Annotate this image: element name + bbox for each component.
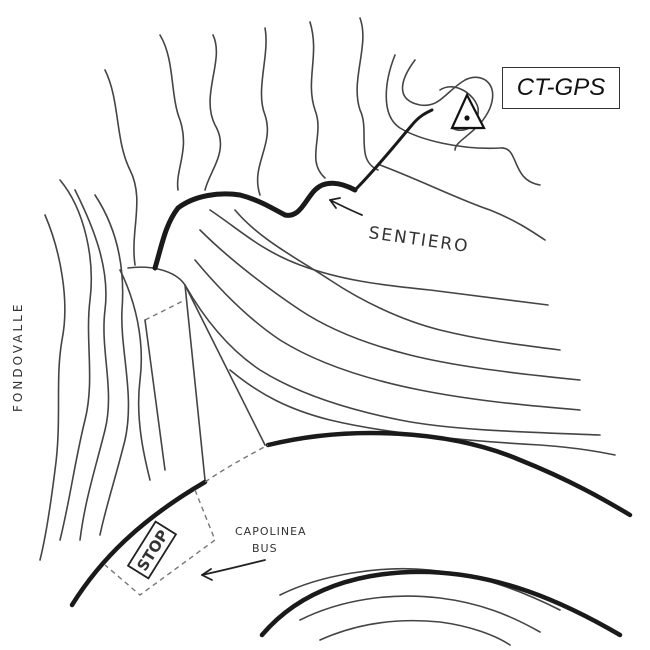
dashed-boundary (144, 299, 186, 321)
contour-line (356, 17, 379, 171)
contour-line (385, 54, 541, 186)
contour-line (194, 259, 581, 411)
contour-line (159, 34, 185, 191)
valley-floor-edge (144, 319, 166, 471)
contour-line (299, 595, 541, 633)
dashed-road-link (204, 444, 269, 483)
contour-line (209, 209, 549, 306)
bus-terminus-label: CAPOLINEA (235, 525, 307, 538)
roads (69, 430, 633, 638)
bus-terminus-label-2: BUS (252, 542, 278, 555)
valley-floor-outline (127, 266, 266, 481)
contour-line (199, 229, 581, 381)
contour-line (104, 69, 138, 266)
trail-label: SENTIERO (367, 223, 470, 257)
contour-line (234, 209, 561, 351)
contour-line (59, 179, 93, 541)
contour-line (379, 164, 546, 241)
contour-line (256, 27, 269, 196)
lower-road (259, 569, 623, 638)
contour-line (401, 59, 494, 151)
contour-line (204, 34, 222, 191)
contour-line (439, 85, 479, 132)
trail-path (152, 180, 358, 271)
contour-line (319, 619, 511, 646)
contour-line (39, 214, 66, 561)
arrow-icon (329, 197, 363, 216)
valley-floor-edge (184, 284, 266, 446)
arrow-icon (201, 559, 266, 581)
contour-lines (39, 17, 616, 646)
valley-label: FONDOVALLE (11, 302, 25, 412)
contour-line (74, 189, 110, 541)
main-road (69, 479, 208, 608)
contour-line (184, 284, 601, 436)
triangle-dot-icon (450, 92, 486, 130)
contour-line (119, 269, 151, 481)
main-road (265, 430, 633, 518)
trail-path-upper (353, 108, 434, 192)
contour-line (309, 21, 326, 179)
gps-label: CT-GPS (502, 67, 620, 109)
bus-area-outline (104, 489, 216, 596)
trail (152, 108, 434, 271)
contour-line (94, 194, 130, 536)
